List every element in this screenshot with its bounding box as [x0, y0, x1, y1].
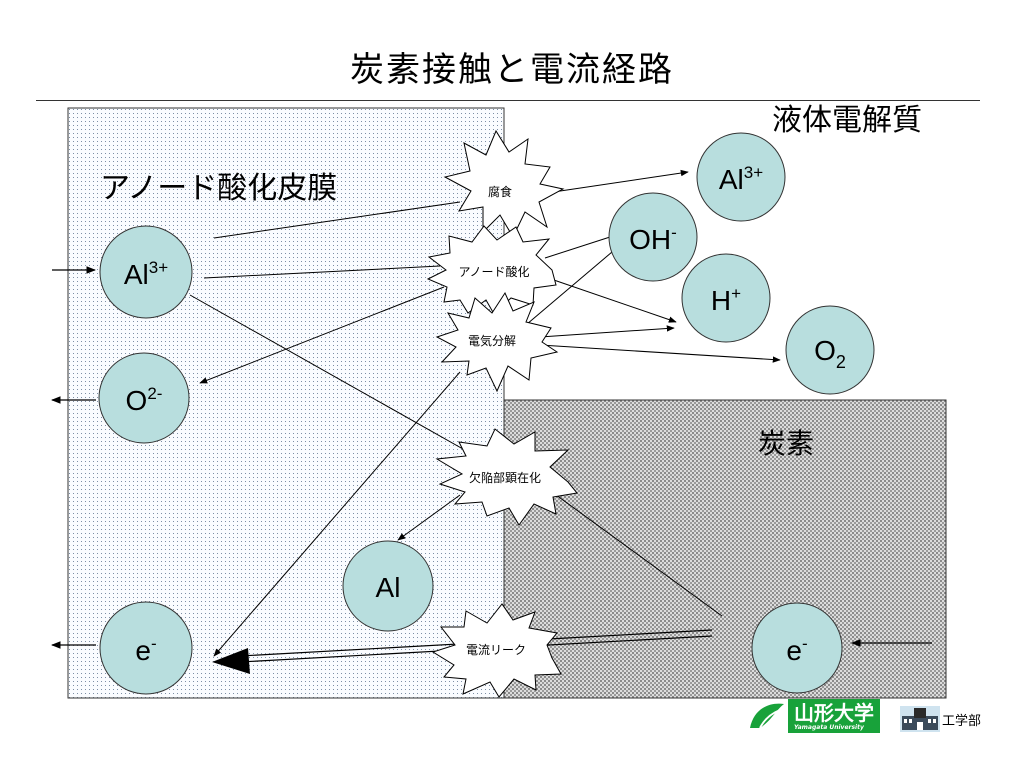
h-circle — [681, 253, 771, 343]
al3-electrolyte-label: Al3+ — [719, 163, 763, 195]
current-leak-label: 電流リーク — [466, 643, 526, 657]
university-name-en: Yamagata University — [794, 724, 864, 731]
line-al3-to-corrosion — [213, 201, 461, 239]
al3-film-label: Al3+ — [124, 258, 168, 290]
university-name: 山形大学 — [794, 701, 874, 725]
o2-label: O2 — [814, 335, 846, 372]
line-al3-to-anodic — [203, 265, 441, 279]
corrosion-burst — [443, 129, 565, 239]
oh-label: OH- — [629, 223, 677, 255]
corrosion-label: 腐食 — [488, 184, 512, 199]
o2minus-circle — [98, 352, 190, 444]
arrow-defect-to-al — [397, 494, 461, 541]
o2minus-label: O2- — [126, 384, 163, 416]
al3-film-circle — [99, 225, 193, 319]
faculty-name: 工学部 — [942, 713, 982, 729]
defect-exposure-burst — [435, 428, 578, 526]
e-carbon-circle — [751, 602, 843, 694]
carbon-label: 炭素 — [758, 427, 815, 460]
o2-circle — [785, 305, 875, 395]
arrow-electrolysis-to-e-film — [213, 371, 461, 657]
university-name-block: 山形大学 Yamagata University — [788, 699, 880, 733]
faculty-mark-block: 工学部 — [900, 706, 981, 732]
al-metal-circle — [342, 540, 434, 632]
anodic-oxidation-label: アノード酸化 — [459, 264, 530, 279]
electrolysis-label: 電気分解 — [468, 333, 516, 348]
arrow-anodic-to-o2minus — [199, 286, 445, 384]
defect-exposure-label: 欠陥部顕在化 — [469, 470, 541, 485]
line-e-carbon-to-defect — [551, 491, 723, 617]
e-carbon-label: e- — [786, 634, 807, 666]
e-film-label: e- — [135, 634, 156, 666]
leaf-icon — [750, 703, 784, 729]
university-logo: 山形大学 Yamagata University — [746, 696, 896, 736]
page-title: 炭素接触と電流経路 — [350, 50, 674, 90]
current-leak-burst — [431, 603, 562, 698]
arrow-electrolysis-to-o2 — [539, 344, 781, 363]
arrow-anodic-to-h — [547, 277, 677, 323]
h-label: H+ — [711, 284, 741, 316]
oh-circle — [608, 192, 698, 282]
arrow-al3-to-defect — [189, 294, 487, 463]
arrow-corrosion-to-al3 — [539, 169, 689, 195]
electrolyte-label: 液体電解質 — [772, 103, 922, 138]
line-oh-to-anodic — [544, 236, 611, 259]
title-divider — [36, 100, 980, 101]
electrolysis-burst — [435, 291, 559, 393]
al-metal-label: Al — [376, 572, 401, 603]
anodic-oxidation-burst — [426, 225, 557, 315]
al3-electrolyte-circle — [696, 132, 786, 222]
e-film-circle — [99, 601, 193, 695]
anode-film-label: アノード酸化皮膜 — [100, 171, 338, 206]
building-icon — [900, 706, 940, 732]
arrow-electrolysis-to-h — [539, 325, 675, 338]
line-oh-to-electrolysis — [519, 251, 613, 331]
carbon-region — [503, 399, 947, 699]
